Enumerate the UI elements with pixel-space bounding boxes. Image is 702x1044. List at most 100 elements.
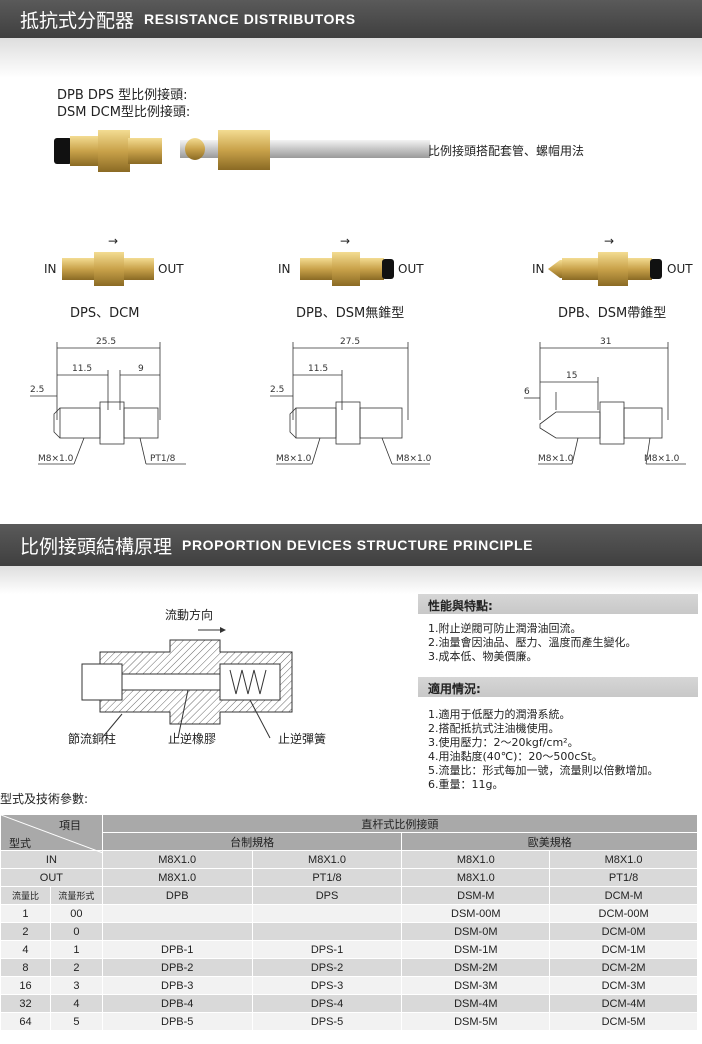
product-2-in: IN bbox=[278, 262, 291, 276]
table-cell: 4 bbox=[0, 940, 51, 959]
table-cell: DSM-5M bbox=[401, 1012, 551, 1031]
applications-title: 適用情況: bbox=[418, 677, 698, 697]
row-label: OUT bbox=[0, 868, 103, 887]
product-1-out: OUT bbox=[158, 262, 184, 276]
table-cell: 1 bbox=[49, 940, 103, 959]
label-check-spring: 止逆彈簧 bbox=[278, 732, 327, 746]
table-cell bbox=[251, 904, 403, 923]
feature-item: 3.成本低、物美價廉。 bbox=[428, 650, 538, 663]
table-cell: M8X1.0 bbox=[251, 850, 403, 869]
application-item: 1.適用于低壓力的潤滑系統。 bbox=[428, 708, 571, 721]
table-cell: DPB-3 bbox=[101, 976, 253, 995]
table-cell: DPB-4 bbox=[101, 994, 253, 1013]
table-cell: 00 bbox=[49, 904, 103, 923]
table-cell: 3 bbox=[49, 976, 103, 995]
drawing-2-left-dim: 2.5 bbox=[270, 385, 284, 395]
table-caption: 型式及技術參數: bbox=[0, 792, 89, 806]
table-cell: DPS-2 bbox=[251, 958, 403, 977]
table-cell: DPS bbox=[251, 886, 403, 905]
table-cell: DSM-3M bbox=[401, 976, 551, 995]
table-cell: M8X1.0 bbox=[101, 850, 253, 869]
application-item: 5.流量比：形式每加一號，流量則以倍數增加。 bbox=[428, 764, 659, 777]
label-check-rubber: 止逆橡膠 bbox=[168, 732, 217, 746]
fitting-with-tube-image bbox=[54, 130, 430, 172]
table-cell: M8X1.0 bbox=[549, 850, 698, 869]
drawing-1-thread-right: PT1/8 bbox=[150, 454, 176, 464]
table-cell: DPS-1 bbox=[251, 940, 403, 959]
section2-title-cn: 比例接頭結構原理 bbox=[20, 535, 173, 558]
table-cell: DSM-1M bbox=[401, 940, 551, 959]
table-cell: DPS-3 bbox=[251, 976, 403, 995]
drawing-2-total-dim: 27.5 bbox=[340, 337, 360, 347]
corner-bottom-label: 型式 bbox=[9, 838, 31, 850]
banner-fade bbox=[0, 38, 702, 78]
section-banner-resistance-distributors: 抵抗式分配器 RESISTANCE DISTRIBUTORS bbox=[0, 0, 702, 38]
drawing-1-mid-dim: 11.5 bbox=[72, 364, 92, 374]
drawing-2-thread-left: M8×1.0 bbox=[276, 454, 312, 464]
ratio-label-dsm-dcm: DSM DCM型比例接頭: bbox=[57, 105, 191, 120]
table-cell bbox=[101, 904, 253, 923]
product-1-fitting-image bbox=[62, 252, 154, 286]
table-cell: 流量比 bbox=[0, 886, 51, 905]
table-row-type: 流量比 流量形式 DPB DPS DSM-M DCM-M bbox=[0, 886, 698, 905]
table-cell: 流量形式 bbox=[49, 886, 103, 905]
table-cell: DCM-00M bbox=[549, 904, 698, 923]
product-2-name: DPB、DSM無錐型 bbox=[296, 306, 405, 321]
drawing-3-left-dim: 6 bbox=[524, 387, 530, 397]
table-cell: 32 bbox=[0, 994, 51, 1013]
application-item: 3.使用壓力：2～20kgf/cm²。 bbox=[428, 736, 579, 749]
table-cell: 1 bbox=[0, 904, 51, 923]
tube-caption: 比例接頭搭配套管、螺帽用法 bbox=[428, 144, 585, 158]
product-2-fitting-image bbox=[300, 252, 394, 286]
section-banner-proportion-devices: 比例接頭結構原理 PROPORTION DEVICES STRUCTURE PR… bbox=[0, 524, 702, 566]
ratio-label-dpb-dps: DPB DPS 型比例接頭: bbox=[57, 88, 188, 103]
product-3-fitting-image bbox=[548, 252, 662, 286]
table-cell bbox=[251, 922, 403, 941]
drawing-3-thread-right: M8×1.0 bbox=[644, 454, 680, 464]
table-cell: M8X1.0 bbox=[101, 868, 253, 887]
features-title: 性能與特點: bbox=[418, 594, 698, 614]
table-header-row-2: 台制規格 歐美規格 bbox=[1, 832, 698, 851]
table-row-out: OUT M8X1.0 PT1/8 M8X1.0 PT1/8 bbox=[0, 868, 698, 887]
table-cell: DSM-0M bbox=[401, 922, 551, 941]
drawing-2-mid-dim: 11.5 bbox=[308, 364, 328, 374]
table-cell: DPB-5 bbox=[101, 1012, 253, 1031]
product-3-out: OUT bbox=[667, 262, 693, 276]
applications-list: 1.適用于低壓力的潤滑系統。 2.搭配抵抗式注油機使用。 3.使用壓力：2～20… bbox=[428, 708, 659, 792]
product-2-arrow: → bbox=[340, 234, 351, 248]
drawing-1-thread-left: M8×1.0 bbox=[38, 454, 74, 464]
table-cell: DSM-M bbox=[401, 886, 551, 905]
group-title: 直杆式比例接頭 bbox=[101, 814, 699, 833]
table-cell: DPS-5 bbox=[251, 1012, 403, 1031]
drawing-1-total-dim: 25.5 bbox=[96, 337, 116, 347]
label-copper-pin: 節流銅柱 bbox=[68, 732, 117, 746]
table-cell: DCM-0M bbox=[549, 922, 698, 941]
table-cell: 8 bbox=[0, 958, 51, 977]
table-cell bbox=[101, 922, 253, 941]
corner-top-label: 項目 bbox=[59, 820, 81, 832]
table-cell: PT1/8 bbox=[549, 868, 698, 887]
table-cell: 2 bbox=[49, 958, 103, 977]
drawing-1-left-dim: 2.5 bbox=[30, 385, 44, 395]
drawing-1-right-dim: 9 bbox=[138, 364, 144, 374]
sub-header-euro: 歐美規格 bbox=[401, 832, 698, 851]
dimension-drawings: 25.5 11.5 9 2.5 M8×1.0 PT1/8 27.5 11.5 2… bbox=[30, 337, 686, 465]
table-cell: DCM-5M bbox=[549, 1012, 698, 1031]
feature-item: 1.附止逆閥可防止潤滑油回流。 bbox=[428, 622, 582, 635]
product-3-name: DPB、DSM帶錐型 bbox=[558, 306, 667, 321]
drawing-3-thread-left: M8×1.0 bbox=[538, 454, 574, 464]
product-2-out: OUT bbox=[398, 262, 424, 276]
banner2-fade bbox=[0, 566, 702, 594]
drawing-3-mid-dim: 15 bbox=[566, 371, 577, 381]
section-title-en: RESISTANCE DISTRIBUTORS bbox=[144, 11, 356, 27]
table-cell: 5 bbox=[49, 1012, 103, 1031]
table-cell: 0 bbox=[49, 922, 103, 941]
drawing-3-total-dim: 31 bbox=[600, 337, 611, 347]
